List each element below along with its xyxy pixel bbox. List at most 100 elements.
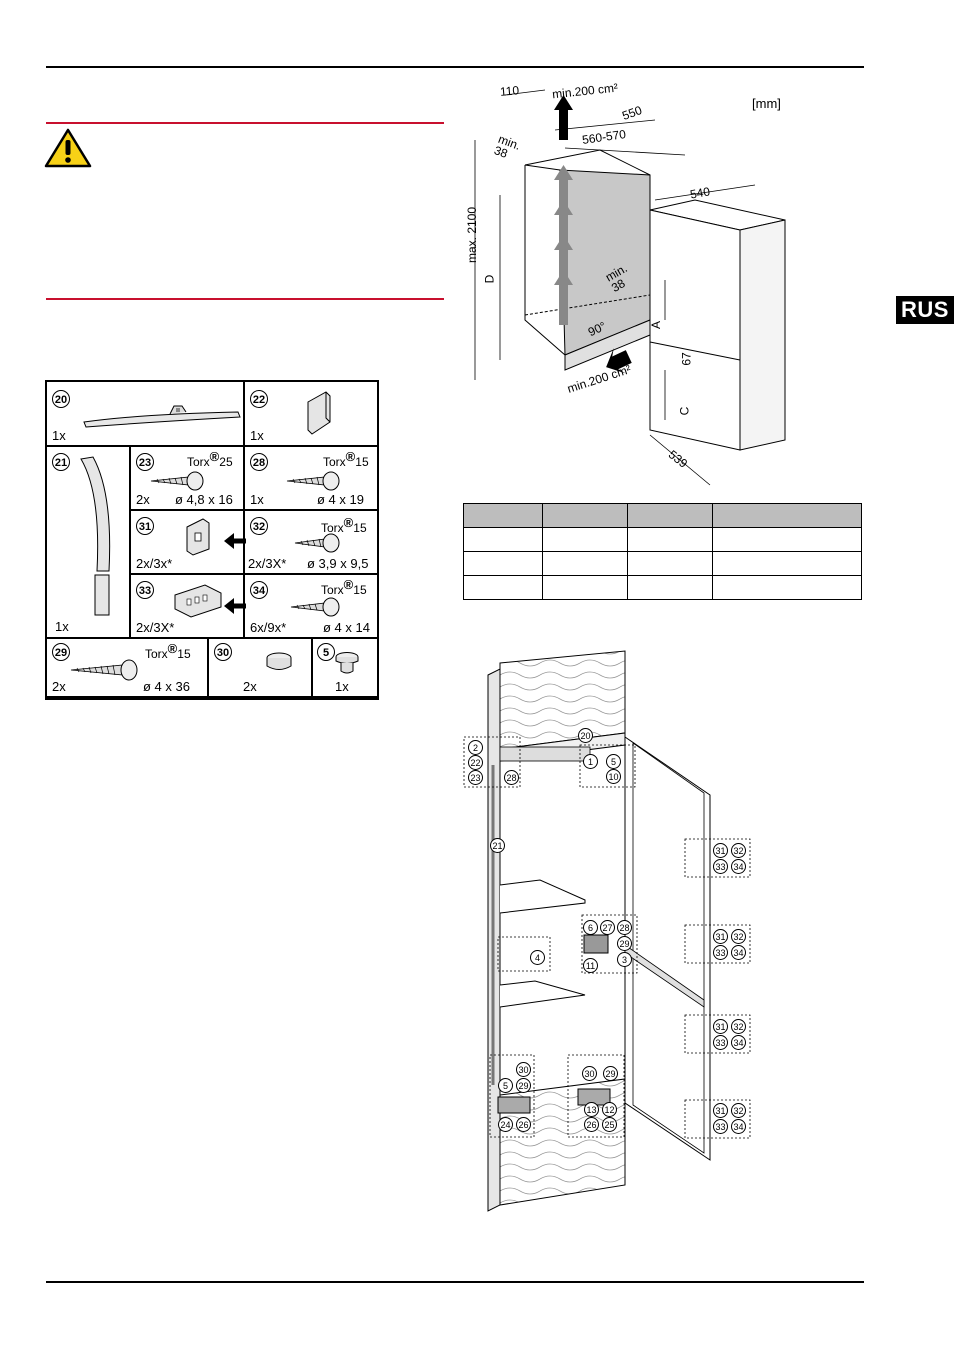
long-screw-icon: [70, 659, 138, 681]
callout-33b: 33: [713, 945, 728, 960]
part-spec: ø 4,8 x 16: [175, 492, 233, 507]
callout-34c: 34: [731, 1035, 746, 1050]
callout-1: 1: [583, 754, 598, 769]
language-tab[interactable]: RUS: [896, 296, 954, 324]
callout-30: 30: [516, 1062, 531, 1077]
part-cell-34: 34 Torx®15 6x/9x* ø 4 x 14: [245, 575, 379, 639]
callout-34d: 34: [731, 1119, 746, 1134]
bottom-rule: [46, 1281, 864, 1283]
callout-23: 23: [468, 770, 483, 785]
warning-icon: [44, 128, 92, 168]
callout-6: 6: [583, 920, 598, 935]
torx-label: Torx®15: [323, 449, 369, 469]
part-spec: ø 3,9 x 9,5: [307, 556, 369, 571]
callout-22: 22: [468, 755, 483, 770]
part-number: 5: [317, 643, 335, 661]
callout-5b: 5: [498, 1078, 513, 1093]
callout-27: 27: [600, 920, 615, 935]
callout-28b: 28: [617, 920, 632, 935]
top-rule: [46, 66, 864, 68]
screw-icon: [286, 471, 340, 491]
callout-29c: 29: [603, 1066, 618, 1081]
callout-26: 26: [516, 1117, 531, 1132]
mounting-plate-icon: [174, 584, 222, 618]
callout-31d: 31: [713, 1103, 728, 1118]
callout-12: 12: [602, 1102, 617, 1117]
warning-top-rule: [46, 122, 444, 124]
callout-31c: 31: [713, 1019, 728, 1034]
dim-max2100: max. 2100: [465, 206, 480, 264]
part-number: 28: [250, 453, 268, 471]
part-number: 32: [250, 517, 268, 535]
dim-A: A: [649, 320, 664, 330]
callout-31: 31: [713, 843, 728, 858]
part-cell-32: 32 Torx®15 2x/3X* ø 3,9 x 9,5: [245, 511, 379, 575]
callout-29: 29: [617, 936, 632, 951]
torx-label: Torx®15: [321, 577, 367, 597]
callout-34b: 34: [731, 945, 746, 960]
callout-33: 33: [713, 859, 728, 874]
part-cell-28: 28 Torx®15 1x ø 4 x 19: [245, 447, 379, 511]
callout-32: 32: [731, 843, 746, 858]
callout-2: 2: [468, 740, 483, 755]
part-number: 31: [136, 517, 154, 535]
callout-31b: 31: [713, 929, 728, 944]
dimensions-table: [463, 503, 862, 600]
callout-20: 20: [578, 728, 593, 743]
part-qty: 2x/3x*: [136, 556, 173, 571]
callout-4: 4: [530, 950, 545, 965]
callout-34: 34: [731, 859, 746, 874]
torx-label: Torx®25: [187, 449, 233, 469]
niche-dimension-diagram: [474, 89, 786, 486]
part-qty: 2x: [52, 679, 66, 694]
callout-32b: 32: [731, 929, 746, 944]
part-qty: 2x/3X*: [136, 620, 175, 635]
part-spec: ø 4 x 36: [143, 679, 190, 694]
callout-21: 21: [490, 838, 505, 853]
table-row: [463, 527, 862, 552]
callout-33c: 33: [713, 1035, 728, 1050]
part-cell-20: 20 1x: [47, 382, 245, 447]
seal-strip-icon: [80, 456, 111, 616]
screw-icon: [294, 533, 340, 553]
screw-icon: [290, 597, 340, 617]
callout-11: 11: [583, 958, 598, 973]
part-number: 21: [52, 453, 70, 471]
table-row: [463, 575, 862, 600]
left-arrow-icon: [224, 598, 246, 614]
callout-25: 25: [602, 1117, 617, 1132]
callout-30b: 30: [582, 1066, 597, 1081]
part-cell-23: 23 Torx®25 2x ø 4,8 x 16: [131, 447, 245, 511]
part-qty: 6x/9x*: [250, 620, 287, 635]
callout-24: 24: [498, 1117, 513, 1132]
part-spec: ø 4 x 19: [317, 492, 364, 507]
dim-D: D: [482, 274, 497, 284]
part-number: 30: [214, 643, 232, 661]
bracket-icon: [307, 391, 331, 435]
part-number: 23: [136, 453, 154, 471]
cap-icon: [266, 652, 292, 670]
part-cell-5: 5 1x: [313, 639, 379, 698]
callout-29b: 29: [516, 1078, 531, 1093]
installation-diagram: [463, 650, 751, 1212]
callout-3: 3: [617, 952, 632, 967]
part-qty: 1x: [250, 428, 264, 443]
torx-label: Torx®15: [321, 515, 367, 535]
dim-C: C: [677, 406, 692, 416]
screw-icon: [150, 471, 204, 491]
part-number: 29: [52, 643, 70, 661]
callout-28: 28: [504, 770, 519, 785]
torx-label: Torx®15: [145, 641, 191, 661]
part-number: 22: [250, 390, 268, 408]
part-qty: 2x/3X*: [248, 556, 287, 571]
callout-5: 5: [606, 754, 621, 769]
part-qty: 1x: [52, 428, 66, 443]
table-row: [463, 551, 862, 576]
part-cell-22: 22 1x: [245, 382, 379, 447]
callout-32c: 32: [731, 1019, 746, 1034]
warning-bottom-rule: [46, 298, 444, 300]
part-spec: ø 4 x 14: [323, 620, 370, 635]
part-number: 33: [136, 581, 154, 599]
part-qty: 1x: [250, 492, 264, 507]
part-number: 34: [250, 581, 268, 599]
